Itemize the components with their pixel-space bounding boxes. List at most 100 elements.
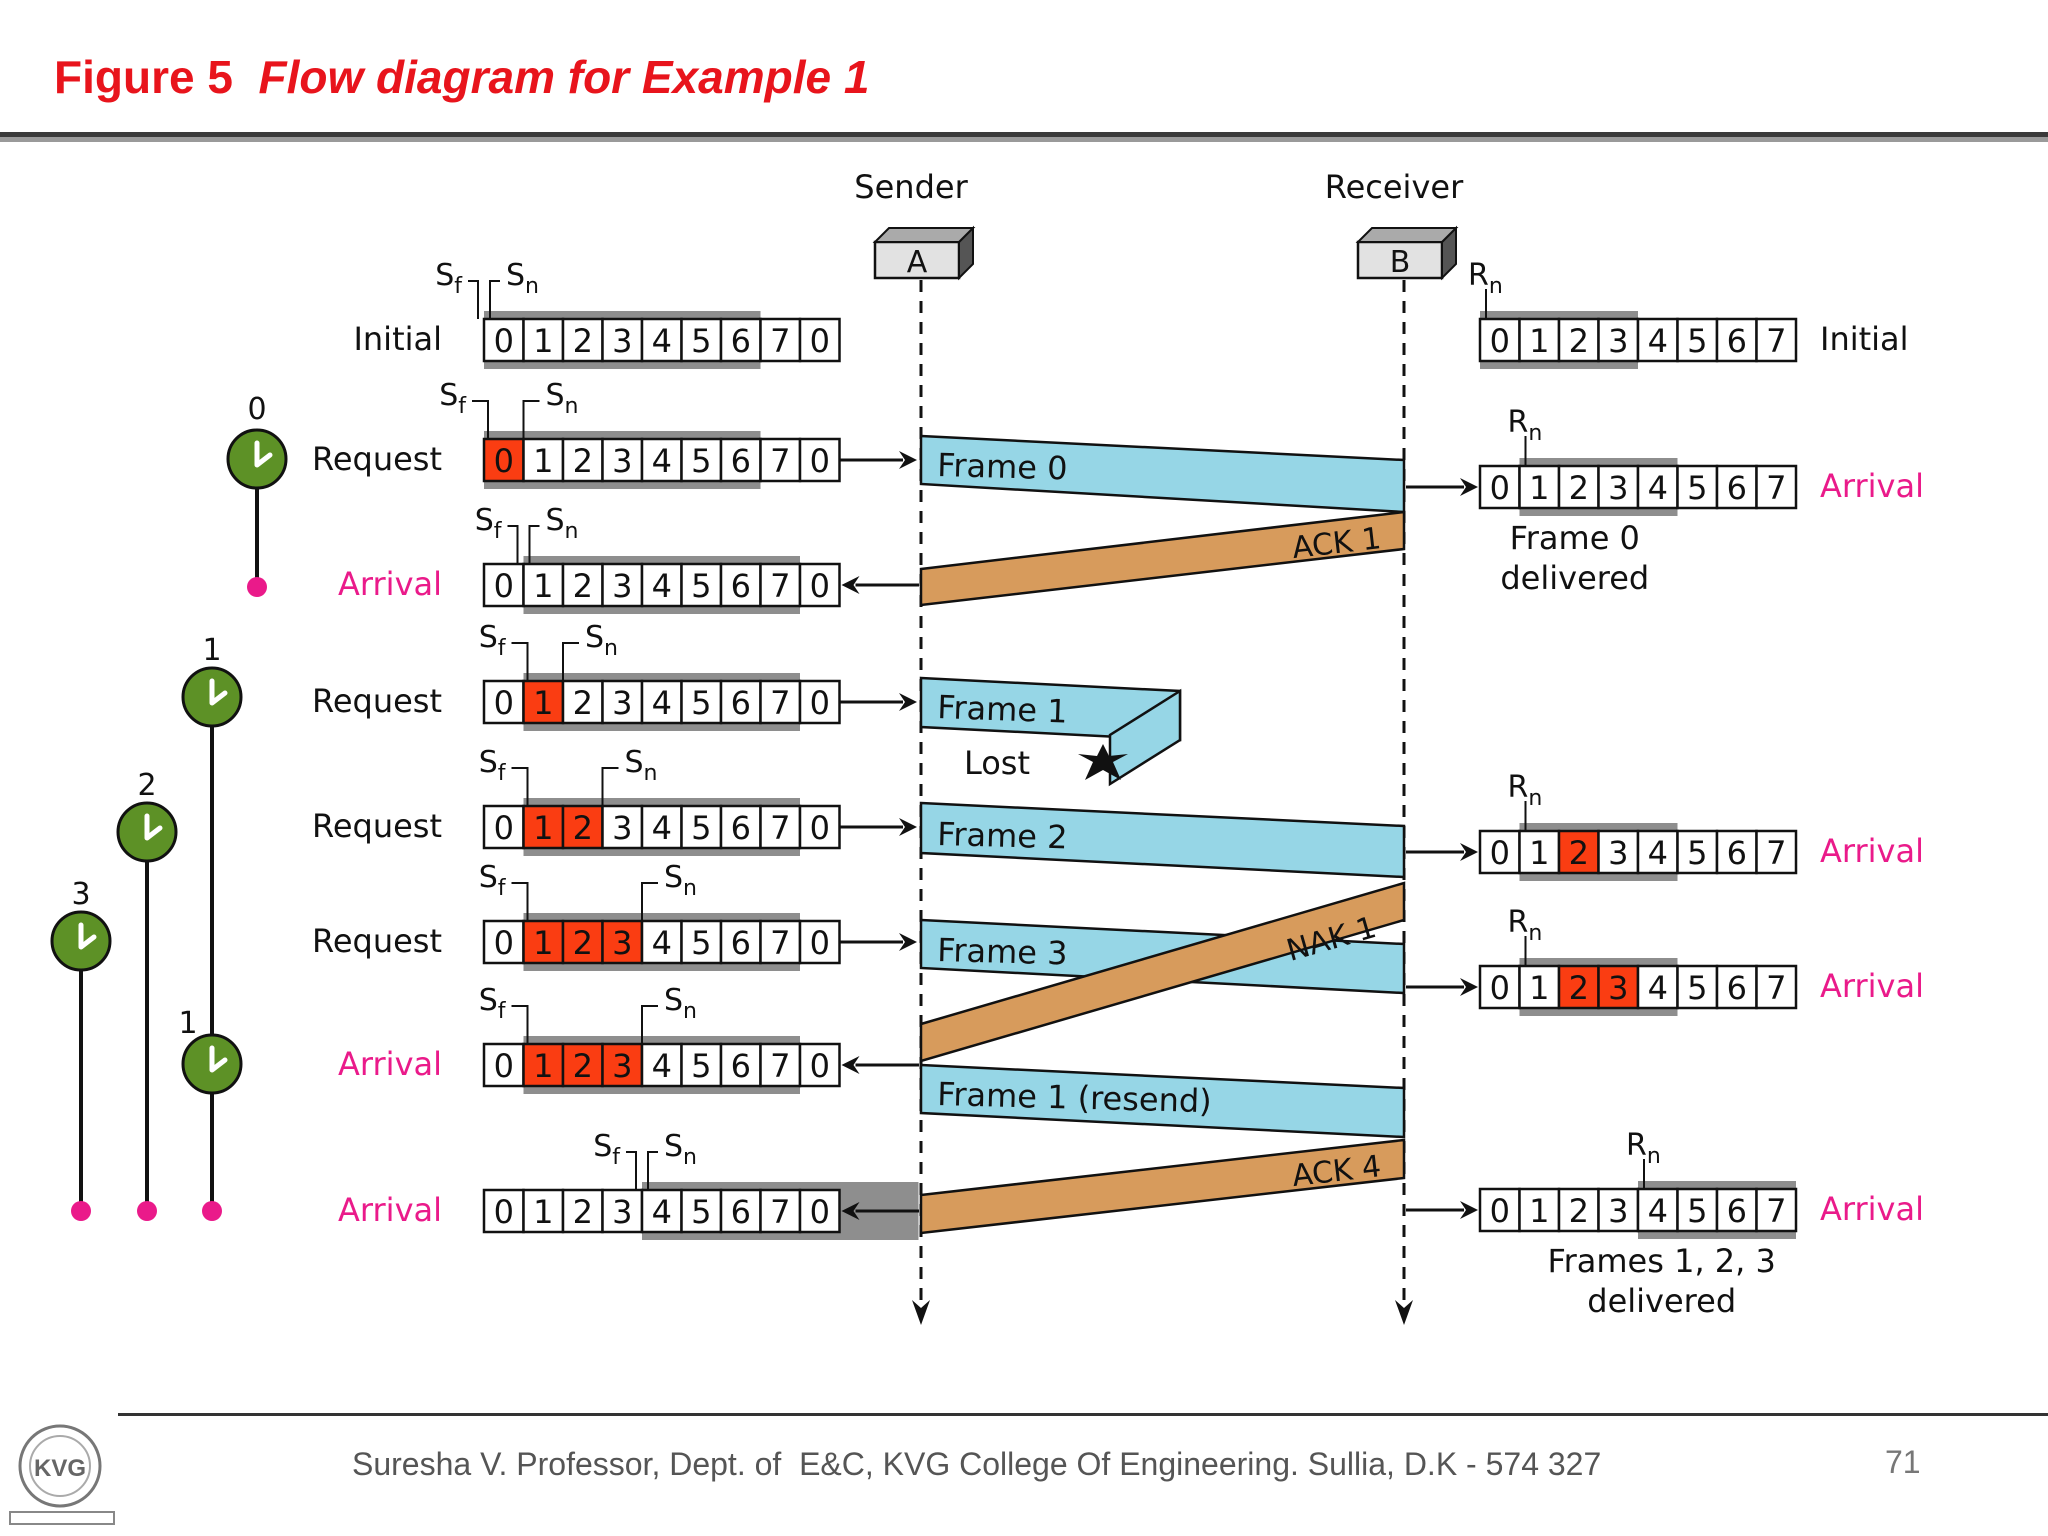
sender-cell-value: 1 xyxy=(533,1193,553,1231)
receiver-cell xyxy=(1557,317,1600,363)
sender-box-label: A xyxy=(907,245,928,280)
footer-text: Suresha V. Professor, Dept. of E&C, KVG … xyxy=(352,1446,1602,1482)
sender-row-label: Request xyxy=(312,922,442,960)
sender-cell xyxy=(680,1042,723,1088)
receiver-row-label: Arrival xyxy=(1820,467,1924,505)
sender-cell-value: 0 xyxy=(494,567,514,605)
sf-pointer xyxy=(511,882,529,921)
receiver-cell xyxy=(1518,1187,1561,1233)
sender-cell-value: 5 xyxy=(691,684,711,722)
sn-pointer xyxy=(522,400,540,439)
sender-cell xyxy=(601,679,644,725)
receiver-cell-value: 0 xyxy=(1490,969,1510,1007)
sn-pointer xyxy=(601,767,619,806)
sender-cell xyxy=(640,679,683,725)
sender-cell-value: 0 xyxy=(494,442,514,480)
delivery-note: Frame 0 xyxy=(1510,519,1640,557)
sn-label: Sn xyxy=(664,983,697,1024)
sender-cell-value: 4 xyxy=(652,442,672,480)
sender-cell xyxy=(561,437,604,483)
receiver-cell xyxy=(1755,964,1798,1010)
delivery-note: Frames 1, 2, 3 xyxy=(1548,1242,1776,1280)
receiver-cell xyxy=(1715,317,1758,363)
receiver-cell-value: 3 xyxy=(1608,469,1628,507)
sender-cell xyxy=(759,1188,802,1234)
receiver-cell xyxy=(1478,464,1521,510)
receiver-cell-value: 5 xyxy=(1687,322,1707,360)
receiver-cell-value: 7 xyxy=(1766,1192,1786,1230)
send-arrow-head xyxy=(899,693,917,711)
receiver-cell xyxy=(1676,464,1719,510)
frame-3-label: Frame 3 xyxy=(937,931,1068,972)
sender-cell-value: 0 xyxy=(810,1193,830,1231)
receiver-cell xyxy=(1478,1187,1521,1233)
sender-cell-value: 6 xyxy=(731,322,751,360)
sf-label: Sf xyxy=(593,1129,621,1170)
sn-pointer xyxy=(641,882,658,921)
sender-cell-value: 0 xyxy=(810,442,830,480)
receiver-box-label: B xyxy=(1390,245,1411,280)
sender-cell xyxy=(680,804,723,850)
sender-cell xyxy=(482,1042,525,1088)
sender-row-label: Arrival xyxy=(338,1191,442,1229)
sender-cell xyxy=(640,1042,683,1088)
rn-label: Rn xyxy=(1626,1128,1661,1169)
sender-label: Sender xyxy=(854,168,968,206)
sender-cell xyxy=(798,562,841,608)
sender-cell-value: 0 xyxy=(494,1047,514,1085)
clock-hands xyxy=(209,678,228,706)
sender-cell xyxy=(561,919,604,965)
sender-cell-value: 7 xyxy=(770,924,790,962)
sender-cell-value: 3 xyxy=(612,1193,632,1231)
receiver-cell-value: 0 xyxy=(1490,834,1510,872)
sender-cell-value: 5 xyxy=(691,1193,711,1231)
receiver-row-label: Arrival xyxy=(1820,832,1924,870)
sf-pointer xyxy=(507,525,519,564)
receiver-cell-value: 3 xyxy=(1608,969,1628,1007)
receiver-cell xyxy=(1636,829,1679,875)
receiver-cell-value: 6 xyxy=(1727,469,1747,507)
sf-label: Sf xyxy=(439,378,467,419)
sf-label: Sf xyxy=(435,258,463,299)
sender-cell xyxy=(798,437,841,483)
sender-cell-value: 1 xyxy=(533,567,553,605)
sender-cell-value: 5 xyxy=(691,567,711,605)
receiver-cell-value: 7 xyxy=(1766,969,1786,1007)
sender-cell-value: 4 xyxy=(652,924,672,962)
sender-cell-value: 1 xyxy=(533,1047,553,1085)
send-arrow-head xyxy=(899,933,917,951)
timer: 1 xyxy=(181,633,243,1221)
sender-cell xyxy=(601,562,644,608)
timer: 0 xyxy=(226,392,288,597)
sender-cell-value: 7 xyxy=(770,567,790,605)
receiver-cell xyxy=(1636,1187,1679,1233)
sender-cell-value: 7 xyxy=(770,1047,790,1085)
sn-label: Sn xyxy=(625,745,658,786)
receiver-label: Receiver xyxy=(1325,168,1464,206)
sender-row-label: Initial xyxy=(353,320,442,358)
sender-cell-value: 3 xyxy=(612,322,632,360)
sender-cell-value: 0 xyxy=(810,924,830,962)
sender-cell-value: 3 xyxy=(612,1047,632,1085)
sender-row-label: Arrival xyxy=(338,1045,442,1083)
sender-cell-value: 0 xyxy=(494,684,514,722)
frame-2-band xyxy=(919,801,1406,879)
sender-cell-value: 2 xyxy=(573,567,593,605)
ack-4-band xyxy=(919,1138,1406,1235)
delivery-note: delivered xyxy=(1500,559,1649,597)
sn-label: Sn xyxy=(664,860,697,901)
clock-hands xyxy=(209,1045,228,1073)
sender-cell xyxy=(561,562,604,608)
deliver-arrow-head xyxy=(1460,1201,1478,1219)
sender-cell-value: 6 xyxy=(731,567,751,605)
sender-cell xyxy=(482,1188,525,1234)
sender-cell-value: 7 xyxy=(770,442,790,480)
sender-cell-value: 2 xyxy=(573,924,593,962)
sender-cell-value: 3 xyxy=(612,684,632,722)
